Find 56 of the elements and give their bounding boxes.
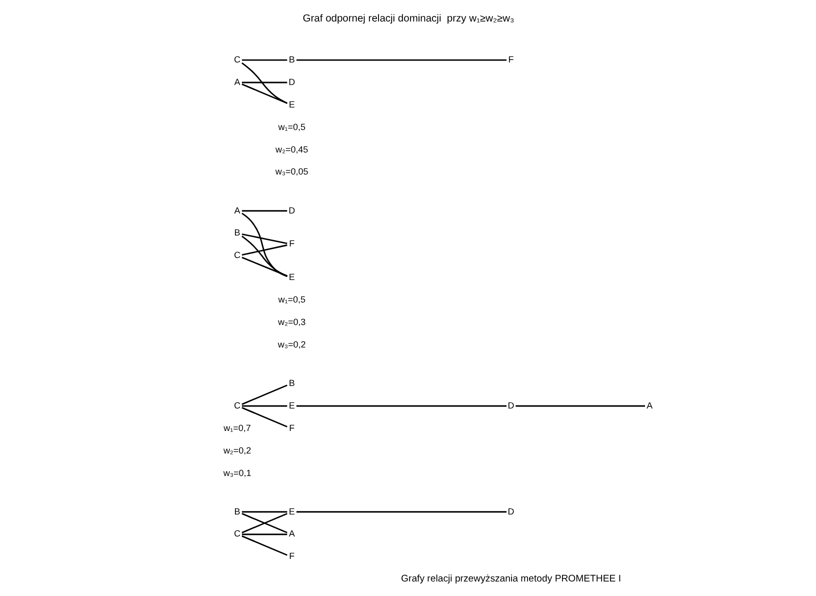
node-text: C <box>234 528 240 539</box>
node-text: F <box>288 551 294 562</box>
label: w₃=0,2 <box>277 339 306 350</box>
label: w₃=0,1 <box>222 468 251 478</box>
connector <box>241 233 287 244</box>
label: w₂=0,2 <box>222 445 251 456</box>
label: w₂=0,45 <box>275 144 308 154</box>
node-text: D <box>507 400 514 410</box>
connector <box>241 512 287 534</box>
connector <box>241 82 287 84</box>
connector <box>241 405 287 407</box>
connector <box>241 407 287 428</box>
connector <box>241 384 287 405</box>
node-text: A <box>288 528 294 539</box>
connector <box>241 535 287 556</box>
node-text: C <box>234 400 240 410</box>
node-text: B <box>288 54 294 64</box>
connector <box>296 405 506 407</box>
connector <box>241 59 287 61</box>
node-text: E <box>288 272 294 282</box>
connector <box>296 59 506 61</box>
connector <box>241 210 287 212</box>
node-text: D <box>288 205 295 216</box>
connector <box>241 534 287 536</box>
label: w₁=0,5 <box>278 122 305 132</box>
connector <box>241 511 287 513</box>
label: w₃=0,05 <box>274 166 308 177</box>
node-text: D <box>288 76 295 87</box>
node-text: E <box>288 99 294 110</box>
node-text: E <box>288 400 294 410</box>
connector <box>241 212 287 278</box>
connector <box>515 405 645 407</box>
node-text: B <box>288 378 294 388</box>
node-text: C <box>234 250 240 260</box>
node-text: B <box>234 228 240 238</box>
label: w₁=0,7 <box>223 422 250 433</box>
node-text: E <box>288 506 294 516</box>
connector <box>241 84 287 104</box>
node-text: D <box>507 506 514 516</box>
node-text: F <box>288 422 294 433</box>
label: w₁=0,5 <box>278 294 305 304</box>
node-text: A <box>646 400 652 410</box>
connector <box>241 256 287 277</box>
label: Grafy relacji przewyższania metody PROMETHEE I <box>400 574 621 585</box>
node-text: F <box>288 238 294 249</box>
node-text: B <box>234 506 240 516</box>
connector <box>241 244 287 256</box>
node-text: C <box>234 54 240 64</box>
node-text: A <box>234 76 240 87</box>
node-text: F <box>508 54 514 64</box>
connector <box>296 511 506 513</box>
diagram-title: Graf odpornej relacji dominacji przy w₁≥w₂≥w₃ <box>302 13 514 24</box>
connector <box>241 62 288 104</box>
label: w₂=0,3 <box>278 316 306 327</box>
node-text: A <box>234 205 240 216</box>
connector <box>241 236 287 277</box>
